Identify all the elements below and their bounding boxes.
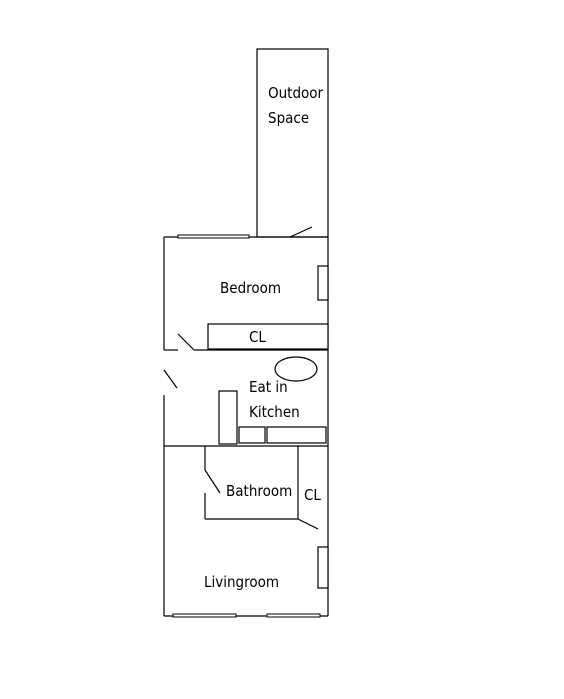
bedroom-window <box>177 234 250 239</box>
kitchen-label-line1: Eat in <box>249 378 288 396</box>
livingroom-label: Livingroom <box>204 573 279 591</box>
kitchen-table <box>274 356 318 382</box>
living-closet-label: CL <box>304 486 321 504</box>
kitchen-fridge <box>218 390 238 445</box>
bedroom-door <box>177 333 195 351</box>
bathroom-door <box>204 469 221 494</box>
outdoor-label-line2: Space <box>268 109 309 127</box>
living-radiator <box>317 546 329 589</box>
closet-door <box>297 518 319 530</box>
kitchen-stove <box>238 426 266 444</box>
bathroom-label: Bathroom <box>226 482 292 500</box>
bedroom-closet-label: CL <box>249 328 266 346</box>
kitchen-label-line2: Kitchen <box>249 403 300 421</box>
outdoor-space-outline <box>256 48 329 238</box>
kitchen-counter <box>266 426 327 444</box>
bedroom-radiator <box>317 265 329 301</box>
bedroom-label: Bedroom <box>220 279 281 297</box>
living-window-left <box>172 613 237 618</box>
living-window-right <box>266 613 321 618</box>
outdoor-label-line1: Outdoor <box>268 84 324 102</box>
bedroom-closet <box>207 323 329 350</box>
outdoor-door <box>289 226 313 238</box>
entry-door <box>163 369 178 389</box>
